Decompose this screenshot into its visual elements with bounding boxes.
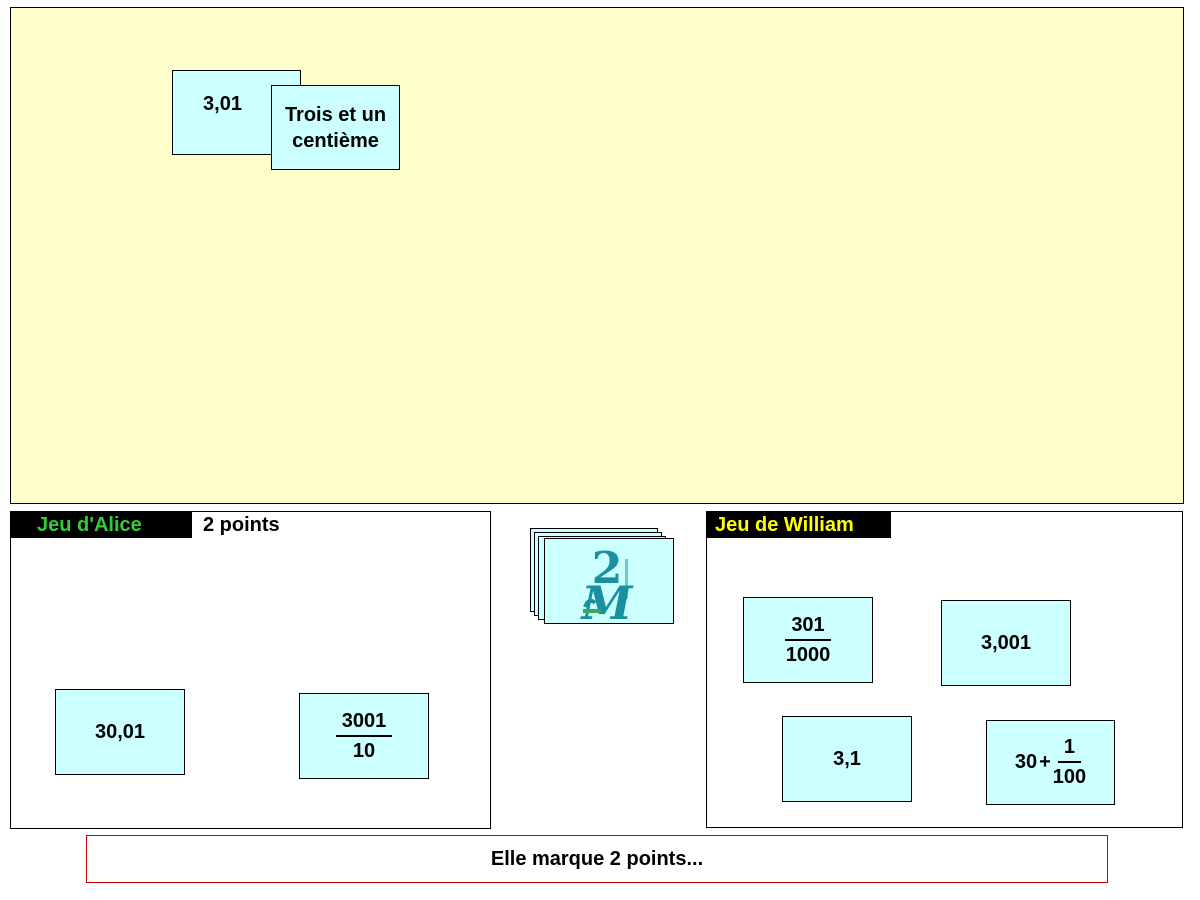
william-card-decimal[interactable]: 3,1 — [782, 716, 912, 802]
fraction-numerator: 1 — [1057, 736, 1082, 763]
2m-logo-icon: 2 M — [580, 543, 635, 630]
william-card-fraction[interactable]: 301 1000 — [743, 597, 873, 683]
card-value: 30,01 — [94, 720, 146, 743]
william-card-decimal[interactable]: 3,001 — [941, 600, 1071, 686]
alice-card-decimal[interactable]: 30,01 — [55, 689, 185, 775]
card-value: 3,001 — [980, 631, 1032, 654]
fraction-denominator: 100 — [1052, 766, 1087, 788]
status-message-text: Elle marque 2 points... — [490, 847, 704, 870]
fraction: 301 1000 — [785, 614, 831, 667]
card-deck[interactable]: 2 M — [530, 528, 690, 630]
card-value: 3,1 — [833, 747, 861, 770]
sum-whole: 30 — [1014, 751, 1038, 773]
fraction-denominator: 10 — [352, 739, 376, 762]
alice-score: 2 points — [203, 514, 280, 536]
fraction-numerator: 3001 — [335, 710, 393, 737]
alice-card-fraction[interactable]: 3001 10 — [299, 693, 429, 779]
fraction-numerator: 301 — [785, 614, 831, 641]
sum-operator: + — [1039, 751, 1051, 773]
card-value: Trois et un centième — [284, 103, 387, 152]
fraction-denominator: 1000 — [785, 643, 831, 666]
sum-expression: 30 + 1 100 — [1015, 736, 1086, 789]
william-card-sum[interactable]: 30 + 1 100 — [986, 720, 1115, 805]
card-value: 3,01 — [203, 93, 242, 115]
william-hand-title: Jeu de William — [707, 512, 891, 538]
alice-hand-zone: Jeu d'Alice 2 points 30,01 3001 10 — [10, 511, 491, 829]
fraction: 1 100 — [1053, 736, 1086, 789]
william-hand-zone: Jeu de William 301 1000 3,001 3,1 30 + 1… — [706, 511, 1183, 828]
fraction: 3001 10 — [335, 710, 393, 763]
play-board: 3,01 Trois et un centième — [10, 7, 1184, 504]
svg-text:2: 2 — [592, 543, 623, 594]
deck-card-top: 2 M — [544, 538, 674, 630]
alice-hand-title: Jeu d'Alice — [11, 512, 192, 538]
board-card-words[interactable]: Trois et un centième — [271, 85, 400, 170]
status-message: Elle marque 2 points... — [86, 835, 1108, 883]
